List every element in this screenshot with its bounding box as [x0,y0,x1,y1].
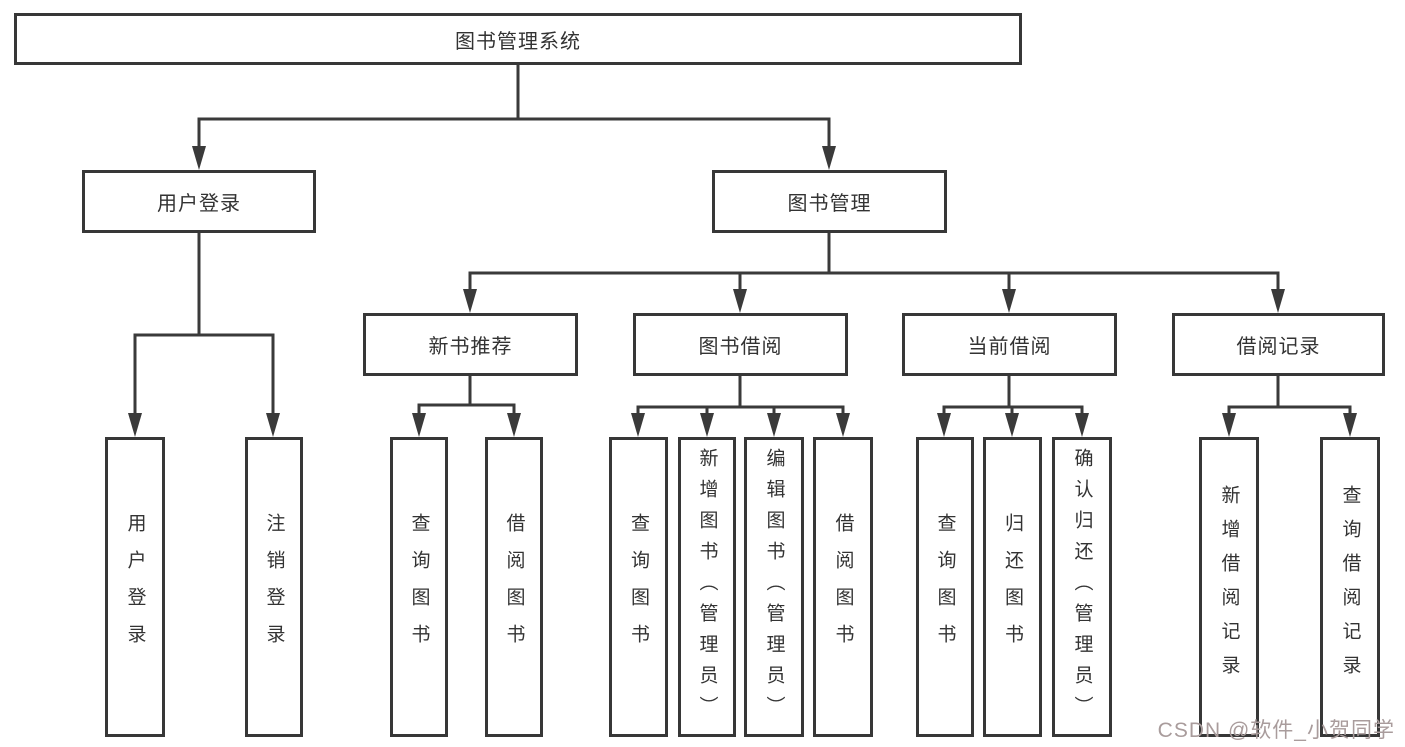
leaf-query-books-current-label: 查询图书 [934,513,956,661]
node-user-login-label: 用户登录 [157,193,241,215]
leaf-borrow-books-label: 借阅图书 [832,513,854,661]
leaf-add-books-admin: 新增图书（管理员） [678,437,736,737]
leaf-user-login: 用户登录 [105,437,165,737]
connector-current-borrowing-to-leaves [937,374,1089,437]
leaf-confirm-return-admin-label: 确认归还（管理员） [1071,447,1093,727]
node-new-book-recommendation: 新书推荐 [363,313,578,376]
leaf-query-books-recommend: 查询图书 [390,437,448,737]
node-book-management-label: 图书管理 [787,193,872,215]
node-current-borrowing-label: 当前借阅 [967,336,1052,358]
leaf-return-books-label: 归还图书 [1002,513,1023,661]
node-book-borrowing-label: 图书借阅 [698,336,783,358]
leaf-edit-books-admin-label: 编辑图书（管理员） [763,447,785,727]
leaf-add-borrow-record-label: 新增借阅记录 [1218,485,1240,689]
leaf-query-books-borrow: 查询图书 [609,437,668,737]
node-current-borrowing: 当前借阅 [902,313,1117,376]
leaf-logout: 注销登录 [245,437,303,737]
node-new-book-recommendation-label: 新书推荐 [428,336,513,358]
leaf-add-borrow-record: 新增借阅记录 [1199,437,1259,737]
leaf-edit-books-admin: 编辑图书（管理员） [744,437,804,737]
leaf-confirm-return-admin: 确认归还（管理员） [1052,437,1112,737]
connector-user-login-to-leaves [128,231,280,437]
node-book-borrowing: 图书借阅 [633,313,848,376]
leaf-query-books-recommend-label: 查询图书 [408,513,430,661]
node-borrowing-records-label: 借阅记录 [1236,336,1321,358]
node-book-management: 图书管理 [712,170,947,233]
node-root-label: 图书管理系统 [455,30,581,53]
leaf-borrow-books: 借阅图书 [813,437,873,737]
leaf-return-books: 归还图书 [983,437,1042,737]
node-user-login: 用户登录 [82,170,316,233]
leaf-query-books-current: 查询图书 [916,437,974,737]
connector-book-management-to-level2 [463,231,1285,313]
leaf-borrow-books-recommend-label: 借阅图书 [503,513,525,661]
leaf-logout-label: 注销登录 [263,513,285,661]
node-borrowing-records: 借阅记录 [1172,313,1385,376]
node-root-library-management-system: 图书管理系统 [14,13,1022,65]
leaf-query-books-borrow-label: 查询图书 [628,513,649,661]
leaf-add-books-admin-label: 新增图书（管理员） [696,447,718,727]
connector-borrowing-records-to-leaves [1222,374,1357,437]
connector-new-book-recommendation-to-leaves [412,374,521,437]
leaf-query-borrow-record-label: 查询借阅记录 [1339,485,1361,689]
connector-book-borrowing-to-leaves [631,374,850,437]
connector-root-to-level1 [192,63,836,170]
leaf-borrow-books-recommend: 借阅图书 [485,437,543,737]
leaf-query-borrow-record: 查询借阅记录 [1320,437,1380,737]
leaf-user-login-label: 用户登录 [124,513,146,661]
